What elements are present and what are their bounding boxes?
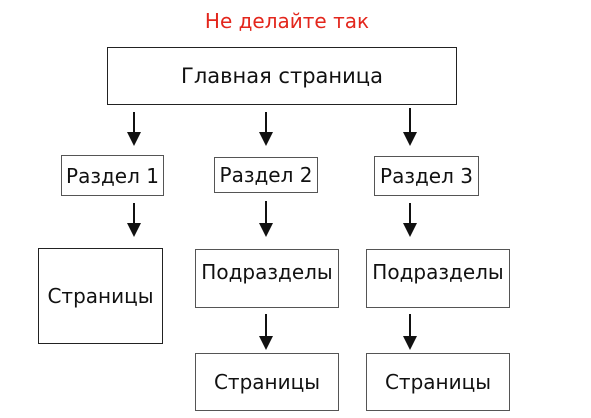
section-1-node: Раздел 1 [61,155,164,196]
arrow-section-1-to-pages [127,203,141,237]
arrow-section-3-to-subsections [403,203,417,237]
warning-title: Не делайте так [204,9,370,33]
arrow-section-2-to-subsections [259,201,273,237]
arrow-section-2-subsections-to-pages [259,314,273,350]
section-3-node: Раздел 3 [374,156,479,196]
arrow-home-to-section-3 [403,108,417,146]
section-3-subsections-label: Подразделы [372,260,504,284]
arrow-home-to-section-1 [127,112,141,146]
section-1-label: Раздел 1 [66,163,159,188]
section-2-pages-node: Страницы [195,353,339,411]
arrow-home-to-section-2 [259,112,273,146]
section-2-pages-label: Страницы [213,370,321,394]
section-1-pages-node: Страницы [38,248,163,344]
home-page-label: Главная страница [181,64,383,88]
section-3-pages-label: Страницы [384,370,492,394]
section-2-node: Раздел 2 [214,157,318,193]
section-2-subsections-label: Подразделы [201,260,333,284]
section-1-pages-label: Страницы [47,284,154,308]
section-2-label: Раздел 2 [219,163,313,187]
section-3-pages-node: Страницы [366,353,510,411]
arrow-section-3-subsections-to-pages [403,314,417,350]
section-3-label: Раздел 3 [380,164,473,188]
section-2-subsections-node: Подразделы [195,249,339,308]
home-page-node: Главная страница [107,47,457,105]
section-3-subsections-node: Подразделы [366,249,510,308]
